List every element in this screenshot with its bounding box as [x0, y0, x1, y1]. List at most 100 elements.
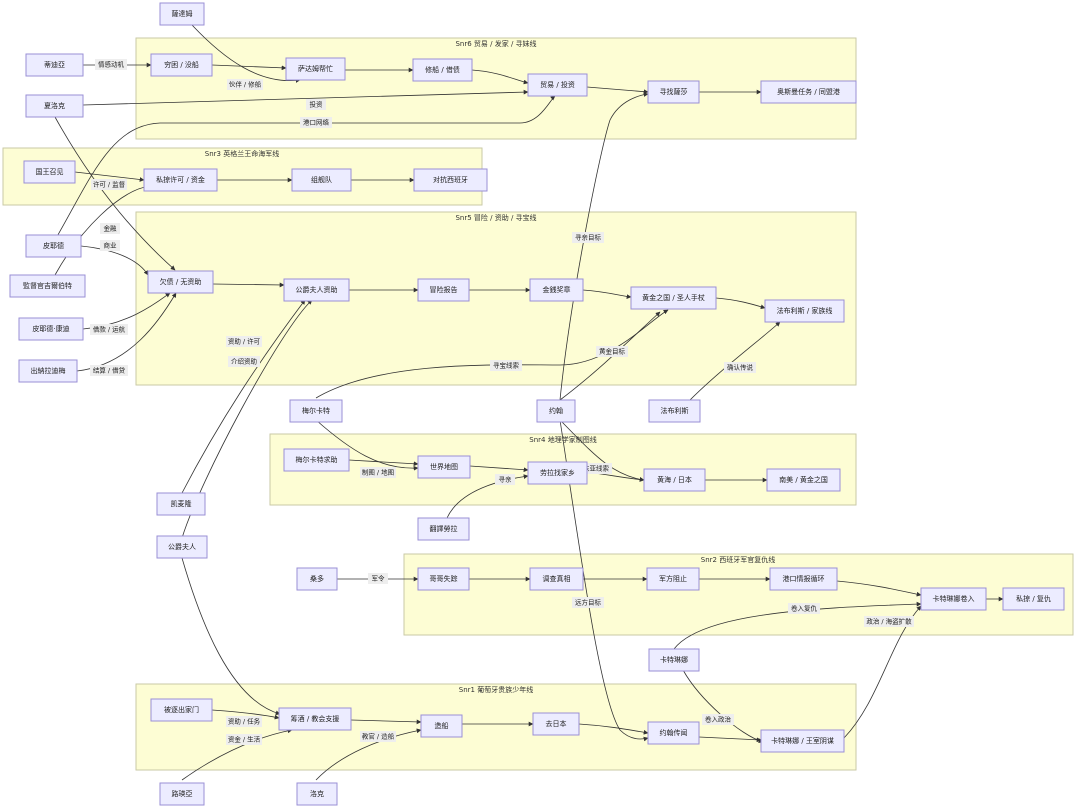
- edge-line: [54, 116, 176, 271]
- node-label: 劳拉找家乡: [540, 468, 575, 477]
- node-label: 私掠 / 复仇: [1016, 594, 1051, 603]
- edge-label: 资助 / 任务: [226, 716, 262, 727]
- node: 组舰队: [291, 168, 352, 192]
- node: 洛克: [296, 782, 338, 806]
- node: 劳拉找家乡: [527, 461, 588, 485]
- node: 私掠 / 复仇: [1002, 587, 1065, 611]
- node: 卡特琳娜 / 王室阴谋: [760, 729, 845, 753]
- node: 筹酒 / 教会支援: [278, 707, 352, 731]
- cluster-snr2-title: Snr2 西班牙军官复仇线: [701, 555, 775, 564]
- node-label: 路瑛亞: [172, 789, 193, 798]
- node: 约翰: [536, 399, 576, 423]
- node: 翻譯勞拉: [417, 517, 470, 541]
- node: 南美 / 黄金之国: [766, 468, 841, 492]
- node-label: 军方阻止: [659, 574, 687, 583]
- node: 梅尔卡特求助: [283, 448, 350, 472]
- node: 寻找薩莎: [647, 80, 700, 104]
- node: 皮耶德: [25, 234, 82, 258]
- edge-line: [586, 86, 649, 95]
- node-label: 薩達姆: [172, 9, 193, 18]
- node: 国王召见: [23, 160, 76, 184]
- node-label: 寻找薩莎: [660, 87, 688, 96]
- node-label: 世界地图: [430, 462, 458, 471]
- node-label: 黄金之国 / 圣人手杖: [642, 293, 705, 302]
- edge-line: [559, 92, 649, 401]
- edge-label: 政治 / 海盗扩散: [864, 616, 914, 627]
- edge-label: 结算 / 借贷: [90, 365, 128, 376]
- edge-line: [836, 580, 922, 597]
- edge-line: [559, 419, 649, 742]
- edge-label: 卷入复仇: [788, 603, 820, 614]
- edge-label: 卷入政治: [702, 714, 734, 725]
- edge-line: [673, 601, 922, 650]
- edge-label: 商业: [100, 240, 120, 251]
- node-label: 贸易 / 投资: [540, 80, 575, 89]
- edge-label-text: 情感动机: [98, 60, 125, 69]
- node: 夏洛克: [25, 94, 84, 118]
- node-label: 筹酒 / 教会支援: [291, 714, 340, 723]
- node: 凯麦隆: [156, 492, 206, 516]
- node: 梅尔卡特: [289, 399, 343, 423]
- node: 贸易 / 投资: [527, 73, 588, 97]
- edge-line: [80, 245, 149, 276]
- edge-line: [350, 719, 422, 725]
- edge-label-text: 介绍资助: [231, 357, 258, 366]
- edge-label: 金融: [100, 223, 120, 234]
- node: 造船: [420, 714, 463, 738]
- edge-line: [181, 728, 293, 781]
- edge-label: 远方目标: [572, 597, 604, 608]
- node: 路瑛亞: [159, 782, 205, 806]
- node-label: 冒险报告: [430, 285, 458, 294]
- edge-line: [181, 299, 306, 494]
- node-label: 法布利斯: [661, 406, 689, 415]
- edge-line: [715, 297, 766, 310]
- node-label: 蒂迪亞: [44, 60, 65, 69]
- node-label: 卡特琳娜: [660, 655, 688, 664]
- edge-label-text: 结算 / 借贷: [93, 366, 126, 375]
- node-label: 出納拉迪梅: [31, 366, 66, 375]
- node-label: 哥哥失踪: [430, 574, 458, 583]
- node-label: 梅尔卡特求助: [296, 455, 338, 464]
- node: 冒险报告: [417, 278, 470, 302]
- node: 萨达姆帮忙: [285, 57, 346, 81]
- edge-label-text: 东亚线索: [583, 464, 610, 473]
- edge-label-text: 卷入复仇: [791, 604, 818, 613]
- edge-line: [315, 728, 422, 781]
- node-label: 穷困 / 没船: [164, 60, 199, 69]
- node: 金銭奖章: [529, 278, 584, 302]
- node: 蒂迪亞: [25, 53, 84, 77]
- node: 奥斯曼任务 / 同盟港: [760, 80, 857, 104]
- node-label: 约翰传闻: [660, 728, 688, 737]
- node: 对抗西班牙: [413, 168, 488, 192]
- edge-line: [54, 95, 556, 241]
- node-label: 去日本: [546, 719, 567, 728]
- edge-label-text: 投资: [310, 100, 324, 109]
- node-label: 夏洛克: [44, 101, 65, 110]
- node: 出納拉迪梅: [18, 359, 78, 383]
- edge-label-text: 资金 / 生活: [228, 735, 261, 744]
- node-label: 監督官吉爾伯特: [23, 281, 72, 290]
- node-label: 洛克: [310, 789, 324, 798]
- edge-label-text: 卷入政治: [705, 715, 732, 724]
- cluster-snr1-title: Snr1 葡萄牙贵族少年线: [459, 685, 533, 694]
- edge-label: 制图 / 地图: [360, 467, 396, 478]
- node: 穷困 / 没船: [150, 53, 213, 77]
- edge-line: [212, 282, 285, 288]
- node-label: 组舰队: [311, 175, 332, 184]
- edge-label: 寻亲目标: [572, 232, 604, 243]
- edge-label: 港口网络: [300, 117, 332, 128]
- edge-label: 黄金目标: [596, 346, 628, 357]
- node-label: 造船: [435, 721, 449, 730]
- edge-label: 资助 / 许可: [226, 336, 262, 347]
- node: 被逐出家门: [150, 698, 213, 722]
- edge-line: [582, 289, 632, 299]
- node-label: 港口情报循环: [783, 574, 825, 583]
- edge-label: 确认传说: [724, 362, 756, 373]
- node: 卡特琳娜卷入: [920, 587, 987, 611]
- edge-label-text: 寻宝线索: [493, 361, 520, 370]
- edge-line: [348, 459, 419, 467]
- edge-line: [689, 321, 781, 401]
- node-label: 对抗西班牙: [433, 175, 468, 184]
- node: 卡特琳娜: [648, 648, 700, 672]
